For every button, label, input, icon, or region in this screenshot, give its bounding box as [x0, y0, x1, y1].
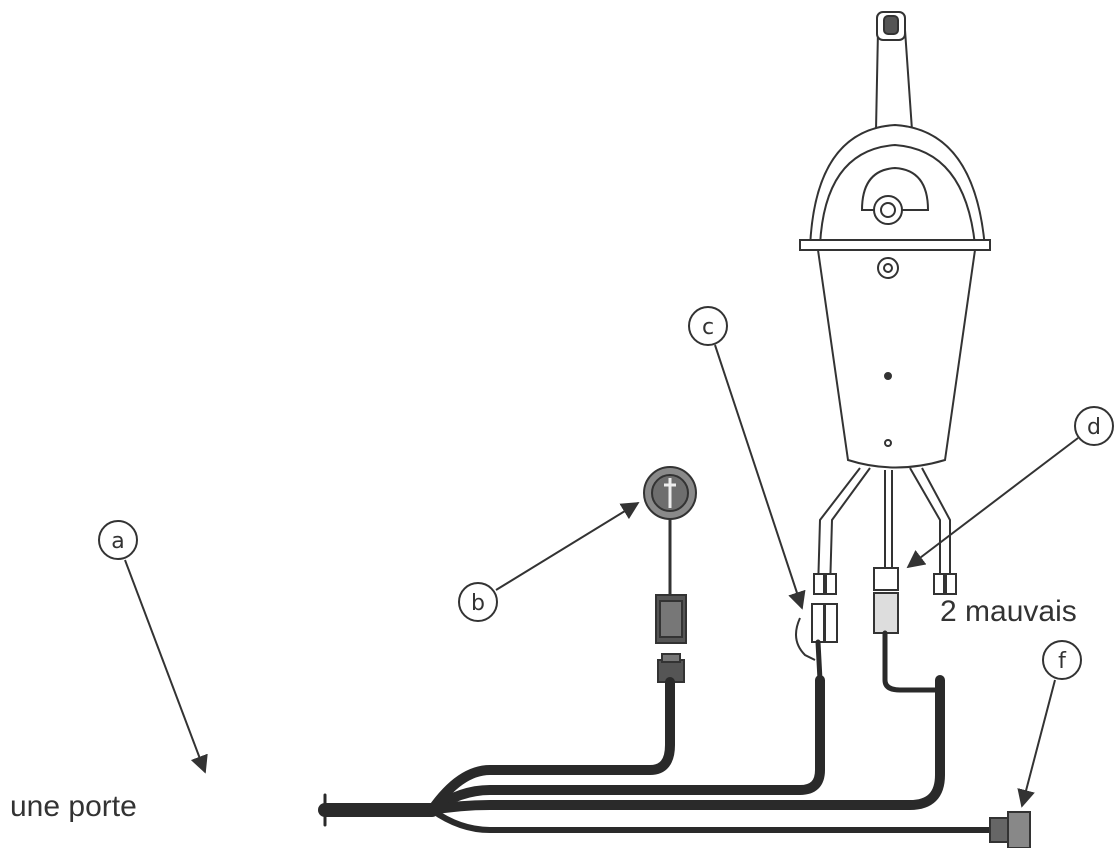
callout-c: c [688, 306, 806, 610]
control-wires [817, 467, 951, 591]
callout-b-label: b [471, 591, 485, 616]
control-body [816, 249, 977, 469]
remote-control-box [799, 11, 991, 469]
key-switch [643, 466, 697, 683]
overlay-label-mauvais: 2 mauvais [940, 595, 1077, 628]
harness-connector-f [989, 811, 1031, 848]
callout-c-label: c [702, 315, 714, 340]
callout-d: d [906, 406, 1114, 569]
callout-d-label: d [1087, 415, 1101, 440]
callout-f-label: f [1058, 649, 1067, 674]
callout-f: f [1017, 640, 1082, 808]
callout-a-label: a [111, 529, 124, 554]
callout-a: a [98, 520, 208, 774]
callout-b: b [458, 502, 640, 622]
overlay-label-porte: une porte [10, 790, 137, 823]
main-harness [318, 630, 993, 833]
wire-connectors [795, 567, 957, 661]
